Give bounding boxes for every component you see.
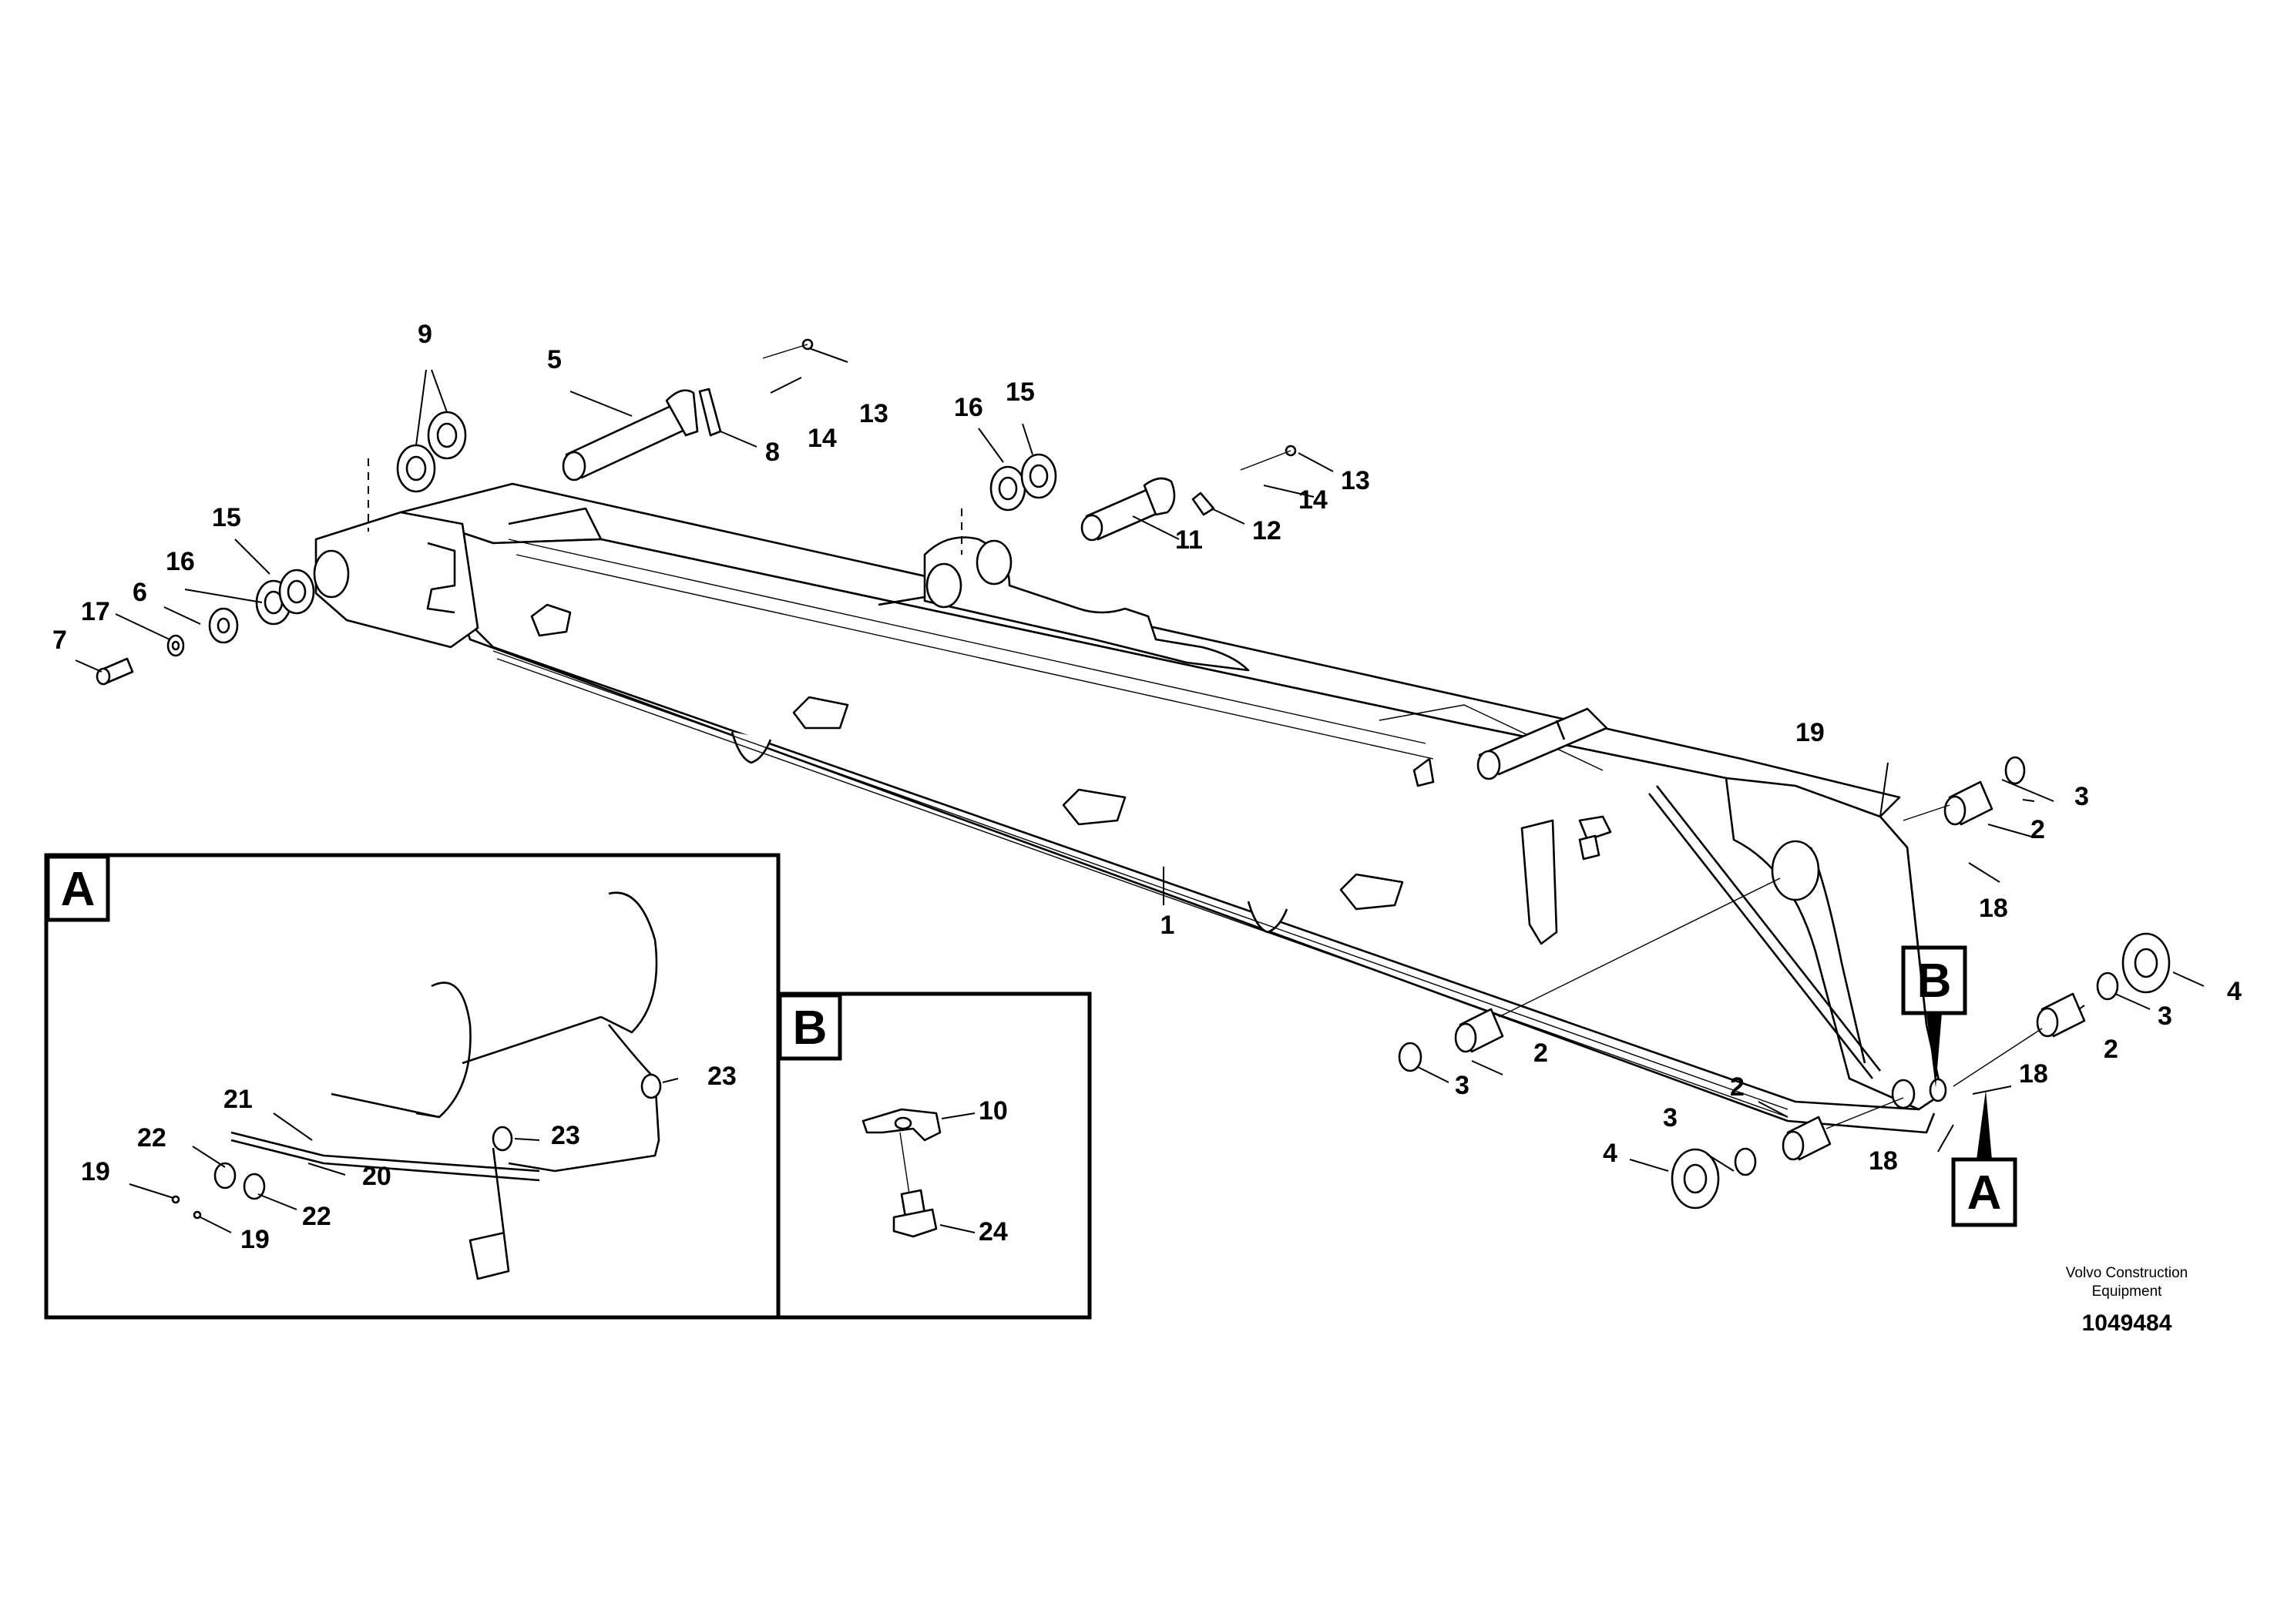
washers-15-16-middle xyxy=(961,453,1057,555)
washers-9 xyxy=(368,369,467,532)
callout-15-middle: 15 xyxy=(1006,377,1035,407)
callout-23-upper: 23 xyxy=(707,1062,737,1091)
callout-6: 6 xyxy=(133,578,147,607)
bushing-2-ring-3-4-right xyxy=(1953,932,2171,1087)
callout-18-upper: 18 xyxy=(1979,894,2008,923)
callout-19-detail-lower: 19 xyxy=(240,1225,270,1254)
callout-23-lower: 23 xyxy=(551,1121,580,1150)
title-block: Volvo Construction Equipment 1049484 xyxy=(2066,1265,2188,1336)
callout-21: 21 xyxy=(223,1085,253,1114)
callout-9: 9 xyxy=(418,320,432,349)
callout-13-left: 13 xyxy=(859,399,888,428)
callout-18-right: 18 xyxy=(2019,1059,2048,1089)
callout-10: 10 xyxy=(979,1096,1008,1126)
callout-24: 24 xyxy=(979,1217,1008,1247)
callout-19-detail-upper: 19 xyxy=(81,1157,110,1186)
callout-20: 20 xyxy=(362,1162,391,1191)
detail-a-panel: A xyxy=(44,853,781,1320)
callout-3-upper: 3 xyxy=(2074,782,2089,811)
callout-12: 12 xyxy=(1252,516,1281,545)
arm-body xyxy=(313,482,1947,1134)
callout-2-upper: 2 xyxy=(2030,815,2045,844)
callout-1: 1 xyxy=(1160,911,1175,940)
pin-lock-8 xyxy=(698,388,722,437)
detail-b-panel: B xyxy=(776,992,1092,1320)
credit-line-1: Volvo Construction xyxy=(2066,1265,2188,1281)
callout-4-bottom: 4 xyxy=(1603,1139,1617,1168)
callout-3-left: 3 xyxy=(1455,1071,1469,1100)
pin-lock-12 xyxy=(1191,492,1215,516)
callout-22-lower: 22 xyxy=(302,1202,331,1231)
bushing-2-ring-3-lower-left xyxy=(1398,877,1781,1072)
bushing-2-ring-3-4-bottom xyxy=(1671,1097,1904,1210)
callout-3-right: 3 xyxy=(2158,1002,2172,1031)
detail-b-marker: B xyxy=(1901,945,1967,1088)
callout-4-right: 4 xyxy=(2227,977,2242,1006)
callout-16-left: 16 xyxy=(166,547,195,576)
washers-15-16-left xyxy=(255,569,315,626)
detail-a-label: A xyxy=(61,863,96,916)
pin-5 xyxy=(562,389,699,481)
marker-b-label: B xyxy=(1917,955,1952,1008)
callout-5: 5 xyxy=(547,345,562,374)
marker-a-label: A xyxy=(1967,1166,2002,1220)
callout-numbers: 1 2 2 2 2 3 3 3 3 4 4 5 6 7 8 9 10 11 12… xyxy=(52,320,2242,1254)
callout-13-right: 13 xyxy=(1341,466,1370,495)
bushing-2-ring-3-upper xyxy=(1903,756,2026,826)
document-number: 1049484 xyxy=(2082,1310,2172,1336)
callout-19-main: 19 xyxy=(1795,718,1825,747)
callout-2-right: 2 xyxy=(2104,1035,2118,1064)
callout-15-left: 15 xyxy=(212,503,241,532)
callout-14-right: 14 xyxy=(1298,485,1328,515)
callout-7: 7 xyxy=(52,626,67,655)
callout-2-bottom: 2 xyxy=(1730,1072,1745,1102)
leader-lines xyxy=(75,347,2205,1172)
plate-6-bolt-7-washer-17 xyxy=(96,607,239,686)
callout-14-left: 14 xyxy=(808,424,837,453)
callout-16-middle: 16 xyxy=(954,393,983,422)
credit-line-2: Equipment xyxy=(2092,1283,2163,1300)
callout-3-bottom: 3 xyxy=(1663,1103,1678,1132)
pin-11 xyxy=(1080,477,1176,542)
callout-22-upper: 22 xyxy=(137,1123,166,1153)
callout-18-bottom: 18 xyxy=(1869,1146,1898,1176)
detail-b-label: B xyxy=(793,1002,828,1055)
callout-2-left: 2 xyxy=(1533,1038,1548,1068)
callout-8: 8 xyxy=(765,438,780,467)
callout-11: 11 xyxy=(1175,525,1203,555)
detail-a-marker: A xyxy=(1951,1090,2017,1227)
callout-17: 17 xyxy=(81,597,110,626)
